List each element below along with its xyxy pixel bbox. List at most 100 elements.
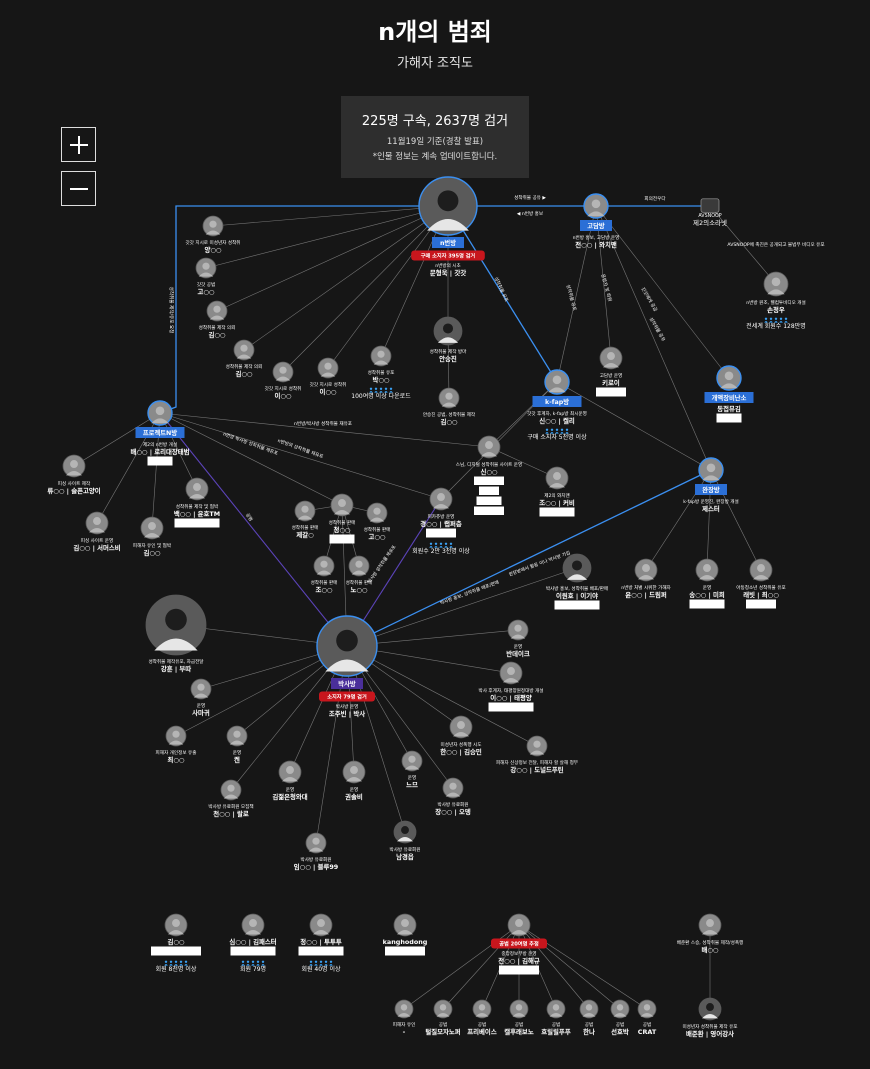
zoom-in-button[interactable] bbox=[61, 127, 96, 162]
node-g7[interactable]: 성착취물 유포박○○100여명 이상 다운로드 bbox=[351, 345, 411, 400]
node-name: 프리베이스 bbox=[467, 1027, 497, 1036]
node-description: 갓갓 공범 bbox=[197, 281, 215, 288]
node-c1[interactable]: 피해자 유인- bbox=[393, 999, 416, 1036]
node-s3[interactable]: 성착취물 판매고○○ bbox=[364, 502, 391, 541]
node-name: 배준환 | 영어강사 bbox=[686, 1029, 734, 1039]
person-placeholder-icon bbox=[185, 477, 209, 501]
node-s2[interactable]: 성착취물 판매정○○고액방 bbox=[329, 493, 356, 544]
room-name-label: 육덕걸 bbox=[483, 498, 496, 505]
node-p3[interactable]: 피싱 사이트 운영김○○ | 서머스비 bbox=[73, 511, 121, 553]
node-b7[interactable]: 운영켄 bbox=[226, 725, 248, 764]
edge-line bbox=[159, 412, 490, 448]
person-placeholder-icon bbox=[545, 466, 569, 490]
room-name-label: 오리방 bbox=[153, 458, 167, 465]
node-name: 류○○ | 슬픈고양이 bbox=[47, 486, 100, 496]
node-g2[interactable]: 갓갓 공범고○○ bbox=[195, 257, 217, 296]
node-name: 신○○ bbox=[480, 467, 497, 476]
person-placeholder-icon bbox=[241, 913, 265, 937]
node-description: n번방의 시초 bbox=[435, 262, 461, 269]
node-b6[interactable]: 피해자 개인정보 유출최○○ bbox=[156, 725, 197, 764]
zoom-out-button[interactable] bbox=[61, 171, 96, 206]
node-name: 켄 bbox=[234, 755, 240, 764]
person-photo bbox=[393, 820, 417, 844]
node-g3[interactable]: 성착취물 제작 의뢰김○○ bbox=[199, 300, 236, 339]
person-placeholder-icon bbox=[165, 725, 187, 747]
node-s5[interactable]: 성착취물 판매노○○ bbox=[346, 555, 373, 594]
person-photo bbox=[316, 615, 378, 677]
node-description: 피해자 신상정보 전달, 피해자 할 살해 청부 bbox=[496, 759, 578, 766]
node-name: 고○○ bbox=[197, 288, 214, 296]
node-b5[interactable]: 피해자 신상정보 전달, 피해자 할 살해 청부강○○ | 도널드푸틴 bbox=[496, 735, 578, 775]
node-name: 제갈○ bbox=[296, 530, 314, 539]
room-name-label: 피카츄방 bbox=[432, 530, 450, 537]
stats-headline: 225명 구속, 2637명 검거 bbox=[361, 114, 509, 129]
node-s4[interactable]: 성착취물 판매조○○ bbox=[311, 555, 338, 594]
person-placeholder-icon bbox=[499, 661, 523, 685]
node-name: 강○○ | 도널드푸틴 bbox=[510, 765, 563, 775]
node-g4[interactable]: 성착취물 제작 의뢰김○○ bbox=[226, 339, 263, 378]
person-placeholder-icon bbox=[305, 832, 327, 854]
member-count: 구매 소지자 5천명 이상 bbox=[527, 433, 587, 441]
node-name: 한나 bbox=[583, 1027, 595, 1036]
node-b4[interactable]: 미성년자 성폭행 시도한○○ | 김승민 bbox=[440, 715, 482, 757]
node-p1[interactable]: 피싱 사이트 제작류○○ | 슬픈고양이 bbox=[47, 454, 101, 496]
edge-label: 회의전우다 bbox=[644, 195, 666, 202]
edge-line bbox=[447, 205, 558, 383]
node-name: 남경읍 bbox=[396, 852, 414, 861]
room-name-box bbox=[689, 599, 725, 609]
room-name-label: 남성지부 bbox=[481, 508, 498, 515]
node-p4[interactable]: 피해자 유인 및 협박김○○ bbox=[133, 516, 172, 557]
edge-line bbox=[556, 381, 712, 471]
node-g8[interactable]: 안승진 공범, 성착취물 제작김○○ bbox=[423, 387, 476, 426]
